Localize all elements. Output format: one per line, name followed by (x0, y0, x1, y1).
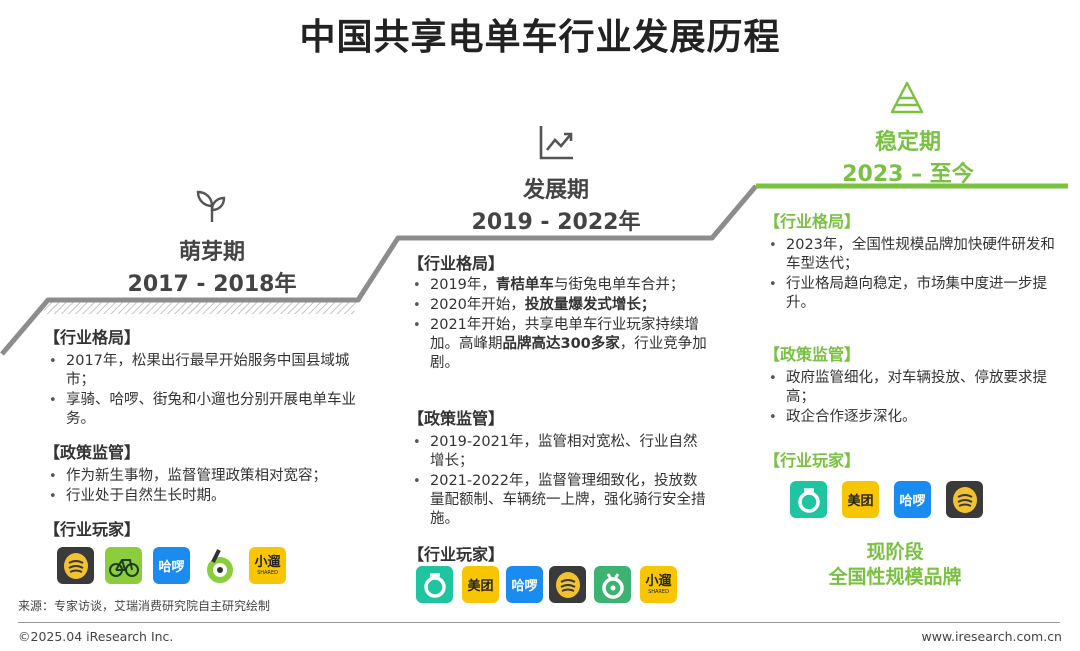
current-stage-label: 现阶段 全国性规模品牌 (785, 540, 1005, 590)
text-span: 2019年， (430, 277, 496, 293)
jietu-new-logo (594, 566, 631, 603)
policy-heading: 【政策监管】 (764, 345, 861, 364)
step-line-gray (0, 184, 758, 356)
list-item: 2021年开始，共享电单车行业玩家持续增加。高峰期品牌高达300多家，行业竞争加… (408, 316, 708, 373)
xiaoliu-logo-text: 小遛 (645, 573, 672, 589)
page-title: 中国共享电单车行业发展历程 (299, 17, 781, 58)
players-heading: 【行业玩家】 (764, 451, 861, 470)
list-item: 享骑、哈啰、街兔和小遛也分别开展电单车业务。 (44, 391, 360, 429)
list-item: 政府监管细化，对车辆投放、停放要求提高； (764, 369, 1064, 407)
phase-1-content: 【行业格局】 2017年，松果出行最早开始服务中国县域城市； 享骑、哈啰、街兔和… (44, 324, 360, 540)
list-item: 2017年，松果出行最早开始服务中国县域城市； (44, 352, 360, 390)
phase-name-3: 稳定期 (874, 130, 941, 155)
stage-line-2: 全国性规模品牌 (828, 566, 962, 588)
list-item: 行业格局趋向稳定，市场集中度进一步提升。 (764, 275, 1064, 313)
haluo-logo: 哈啰 (506, 566, 543, 603)
copyright: ©2025.04 iResearch Inc. (18, 629, 174, 644)
stage-line-1: 现阶段 (866, 541, 924, 563)
qingju-logo (790, 481, 827, 518)
players-heading: 【行业玩家】 (408, 545, 505, 564)
source-note: 来源：专家访谈，艾瑞消费研究院自主研究绘制 (18, 599, 271, 613)
songguo-logo (57, 547, 94, 584)
footer-divider (18, 622, 1060, 623)
xiaoliu-logo-sub: SHARED (648, 588, 669, 595)
phase-years-1: 2017 - 2018年 (127, 272, 297, 297)
haluo-logo: 哈啰 (894, 481, 931, 518)
list-item: 作为新生事物，监督管理政策相对宽容； (44, 467, 360, 486)
text-span-bold: 品牌高达300多家 (502, 336, 620, 352)
website-link[interactable]: www.iresearch.com.cn (921, 629, 1063, 644)
songguo-logo (549, 566, 586, 603)
xiaoliu-logo-text: 小遛 (254, 554, 281, 570)
meituan-logo: 美团 (462, 566, 499, 603)
text-span: 与街兔电单车合并； (553, 277, 685, 293)
pattern-heading: 【行业格局】 (764, 212, 861, 231)
pattern-heading: 【行业格局】 (408, 254, 505, 273)
pattern-heading: 【行业格局】 (44, 328, 141, 347)
sprout-icon (192, 186, 232, 226)
xiaoliu-logo: 小遛 SHARED (249, 547, 286, 584)
list-item: 2019年，青桔单车与街兔电单车合并； (408, 276, 708, 295)
list-item: 2023年，全国性规模品牌加快硬件研发和车型迭代； (764, 236, 1064, 274)
xiaoliu-logo: 小遛 SHARED (640, 566, 677, 603)
list-item: 政企合作逐步深化。 (764, 408, 1064, 427)
jietu-logo (201, 547, 238, 584)
text-span: 2020年开始， (430, 297, 525, 313)
phase-3-content: 【行业格局】 2023年，全国性规模品牌加快硬件研发和车型迭代； 行业格局趋向稳… (764, 208, 1064, 471)
meituan-logo: 美团 (842, 481, 879, 518)
phase-name-2: 发展期 (522, 178, 589, 203)
list-item: 行业处于自然生长时期。 (44, 487, 360, 506)
phase-name-1: 萌芽期 (178, 240, 245, 265)
haluo-logo: 哈啰 (153, 547, 190, 584)
qingju-logo (416, 566, 453, 603)
text-span: ，行业竞争加剧。 (430, 336, 707, 371)
songguo-logo (946, 481, 983, 518)
phase-years-2: 2019 - 2022年 (471, 210, 641, 235)
step-1-hatch (42, 302, 356, 314)
players-heading: 【行业玩家】 (44, 520, 141, 539)
xiaoliu-logo-sub: SHARED (257, 569, 278, 576)
phase-2-content: 【行业格局】 2019年，青桔单车与街兔电单车合并； 2020年开始，投放量爆发… (408, 250, 708, 565)
policy-heading: 【政策监管】 (44, 443, 141, 462)
text-span-bold: 投放量爆发式增长； (524, 297, 656, 313)
list-item: 2020年开始，投放量爆发式增长； (408, 296, 708, 315)
phase-years-3: 2023 – 至今 (842, 162, 974, 187)
pyramid-icon (889, 80, 925, 116)
list-item: 2021-2022年，监督管理细致化，投放数量配额制、车辆统一上牌，强化骑行安全… (408, 472, 708, 529)
policy-heading: 【政策监管】 (408, 409, 505, 428)
xiangqi-logo (105, 547, 142, 584)
list-item: 2019-2021年，监管相对宽松、行业自然增长； (408, 433, 708, 471)
line-chart-icon (537, 122, 577, 162)
text-span: 2021年开始，共享电单车行业玩家持续增加。高峰期 (430, 317, 699, 352)
text-span-bold: 青桔单车 (495, 277, 554, 293)
